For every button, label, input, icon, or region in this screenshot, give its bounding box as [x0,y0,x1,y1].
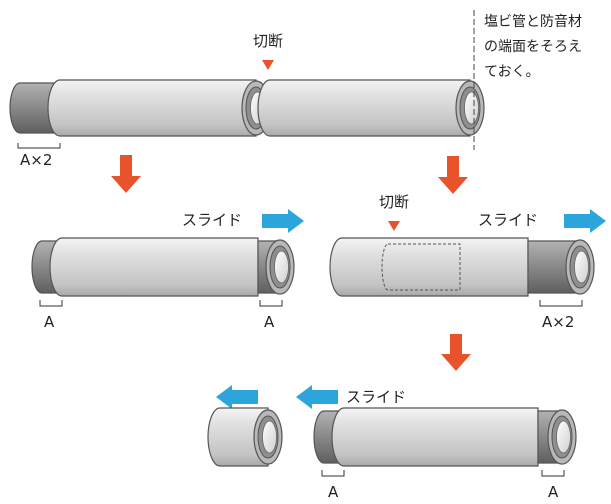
pipe-assembly-slid [31,237,295,297]
label-a2-top: A×2 [20,151,52,169]
cut-mark-mid-right [388,221,400,231]
label-slide-mid-left: スライド [182,211,242,229]
pipe-end-right [455,80,485,136]
pipe-assembly-initial [9,79,485,137]
pipe-end-mid-left [265,239,295,295]
cut-off-piece [207,407,283,467]
label-a-bottom-1: A [328,483,339,501]
label-slide-mid-right: スライド [478,211,538,229]
slide-arrow-left-cut-piece [216,385,258,409]
label-slide-bottom: スライド [346,388,406,406]
dimension-bracket-a-bottom-2 [541,470,565,477]
pipe-end-mid-right [565,239,595,295]
pipe-assembly-outer [329,237,595,297]
note-line-1: 塩ビ管と防音材 [484,13,582,30]
dimension-bracket-a-mid-left-2 [259,300,283,307]
slide-arrow-right-mid-right [564,209,606,233]
hidden-sleeve-outline [381,243,461,291]
dimension-bracket-a-mid-left-1 [39,300,63,307]
pvc-pipe-mid-right [329,237,529,297]
pipe-assembly-final [313,407,577,467]
slide-arrow-right-mid-left [262,209,304,233]
pvc-pipe-left [47,79,257,137]
down-arrow-left [111,155,141,193]
label-a-bottom-2: A [548,483,559,501]
slide-arrow-left-bottom [296,385,338,409]
down-arrow-bottom [441,334,471,371]
label-a-mid-left-1: A [44,313,55,331]
cut-pipe-segment [207,407,269,467]
dimension-bracket-a2-mid-right [539,300,583,307]
note-line-2: の端面をそろえ [484,39,582,55]
dimension-bracket-a-bottom-1 [321,470,345,477]
pvc-pipe-right [257,79,471,137]
pvc-pipe-final [331,407,539,467]
cut-mark-top [262,60,274,70]
pipe-end-final [547,409,577,465]
pipe-end-cut-piece [253,409,283,465]
note-line-3: ておく。 [484,64,540,80]
label-cut-mid-right: 切断 [379,193,409,211]
dimension-bracket-a2-top [17,143,61,149]
pvc-pipe-mid-left [49,237,259,297]
label-cut-top: 切断 [253,32,283,50]
label-a2-mid-right: A×2 [542,313,574,331]
label-a-mid-left-2: A [264,313,275,331]
insulation-sleeve-exposed [9,82,61,134]
down-arrow-right [438,156,468,194]
